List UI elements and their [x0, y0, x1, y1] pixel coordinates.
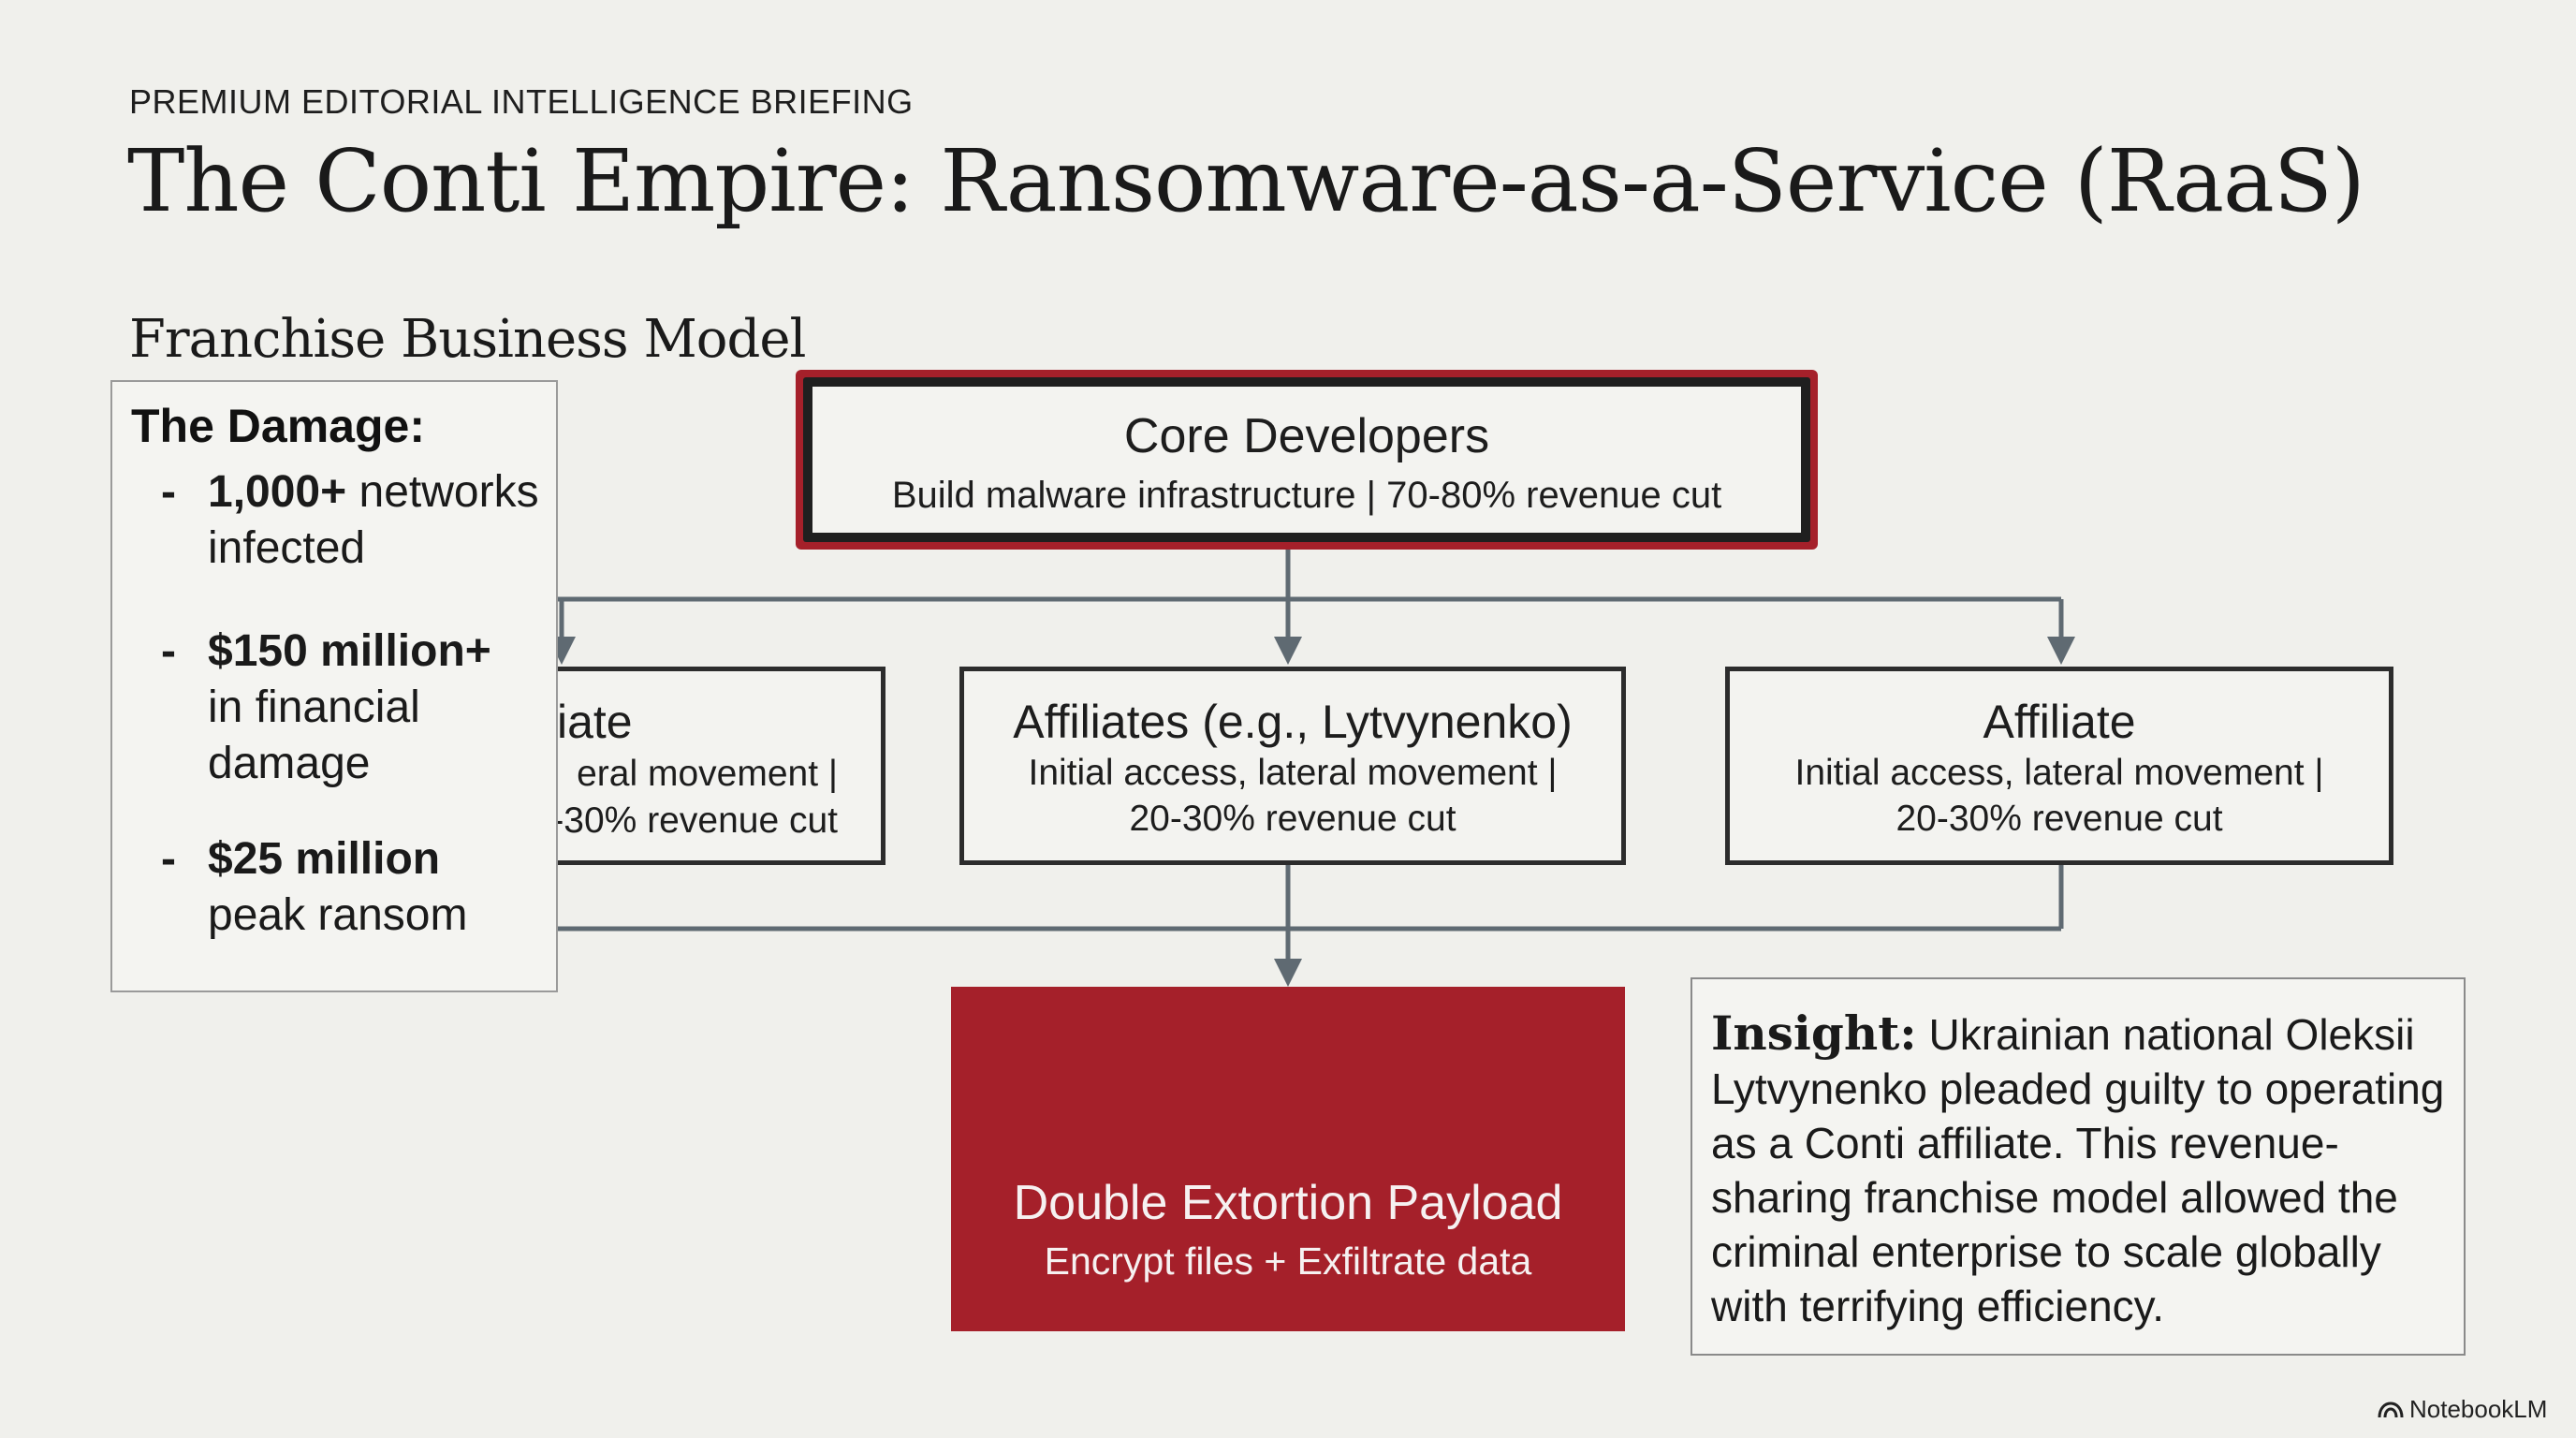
kicker-label: PREMIUM EDITORIAL INTELLIGENCE BRIEFING	[129, 82, 914, 121]
bullet-dash: -	[161, 834, 176, 884]
damage-item: - $150 million+ in financial damage	[131, 624, 556, 792]
core-developers-title: Core Developers	[1123, 409, 1490, 463]
payload-desc: Encrypt files + Exfiltrate data	[1044, 1240, 1532, 1284]
damage-item-text: peak ransom	[208, 890, 468, 940]
affiliate-node-middle: Affiliates (e.g., Lytvynenko) Initial ac…	[959, 667, 1626, 865]
bullet-dash: -	[161, 467, 176, 517]
affiliate-left-title: iate	[557, 696, 633, 748]
damage-item: - $25 million peak ransom	[131, 831, 556, 944]
brand-watermark: NotebookLM	[2378, 1395, 2547, 1424]
affiliate-middle-title: Affiliates (e.g., Lytvynenko)	[1013, 696, 1573, 748]
section-subtitle: Franchise Business Model	[129, 309, 806, 370]
damage-item-text: infected	[208, 523, 366, 573]
affiliate-right-desc-line2: 20-30% revenue cut	[1895, 799, 2223, 840]
damage-item-figure: 1,000+	[208, 467, 347, 517]
double-extortion-payload-node: Double Extortion Payload Encrypt files +…	[951, 987, 1625, 1331]
insight-text: Ukrainian national Oleksii Lytvynenko pl…	[1711, 1010, 2445, 1330]
core-developers-desc: Build malware infrastructure | 70-80% re…	[891, 474, 1722, 516]
insight-callout-panel: Insight: Ukrainian national Oleksii Lytv…	[1690, 977, 2466, 1356]
payload-title: Double Extortion Payload	[1013, 1176, 1563, 1230]
affiliate-middle-desc: Initial access, lateral movement | 20-30…	[964, 750, 1621, 844]
damage-title: The Damage:	[131, 400, 425, 452]
affiliate-left-desc-line1: eral movement |	[577, 754, 838, 794]
bullet-dash: -	[161, 626, 176, 676]
arrow-to-mid-affiliate	[1274, 637, 1302, 665]
page-title: The Conti Empire: Ransomware-as-a-Servic…	[127, 131, 2365, 231]
core-developers-node: Core Developers Build malware infrastruc…	[796, 370, 1818, 550]
notebooklm-logo-icon	[2378, 1401, 2404, 1417]
damage-item-text: in financial	[208, 682, 420, 732]
affiliate-middle-desc-line2: 20-30% revenue cut	[1129, 799, 1456, 840]
damage-item-figure: $150 million+	[208, 626, 491, 676]
damage-item-text: damage	[208, 739, 371, 788]
arrow-to-payload	[1274, 959, 1302, 987]
damage-item-figure: $25 million	[208, 834, 441, 884]
affiliate-right-desc-line1: Initial access, lateral movement |	[1794, 752, 2324, 793]
insight-label: Insight:	[1711, 1005, 1917, 1061]
affiliate-node-right: Affiliate Initial access, lateral moveme…	[1725, 667, 2393, 865]
damage-item: - 1,000+ networks infected	[131, 464, 556, 577]
affiliate-right-title: Affiliate	[1983, 696, 2136, 748]
affiliate-left-desc-line2: 20-30% revenue cut	[510, 800, 838, 841]
affiliate-right-desc: Initial access, lateral movement | 20-30…	[1730, 750, 2389, 844]
arrow-to-right-affiliate	[2047, 637, 2075, 665]
damage-callout-panel: The Damage: - 1,000+ networks infected -…	[110, 380, 558, 992]
brand-name: NotebookLM	[2409, 1395, 2548, 1423]
affiliate-left-desc: eral movement | 20-30% revenue cut	[445, 751, 838, 844]
affiliate-middle-desc-line1: Initial access, lateral movement |	[1028, 752, 1558, 793]
damage-item-text: networks	[346, 467, 539, 517]
